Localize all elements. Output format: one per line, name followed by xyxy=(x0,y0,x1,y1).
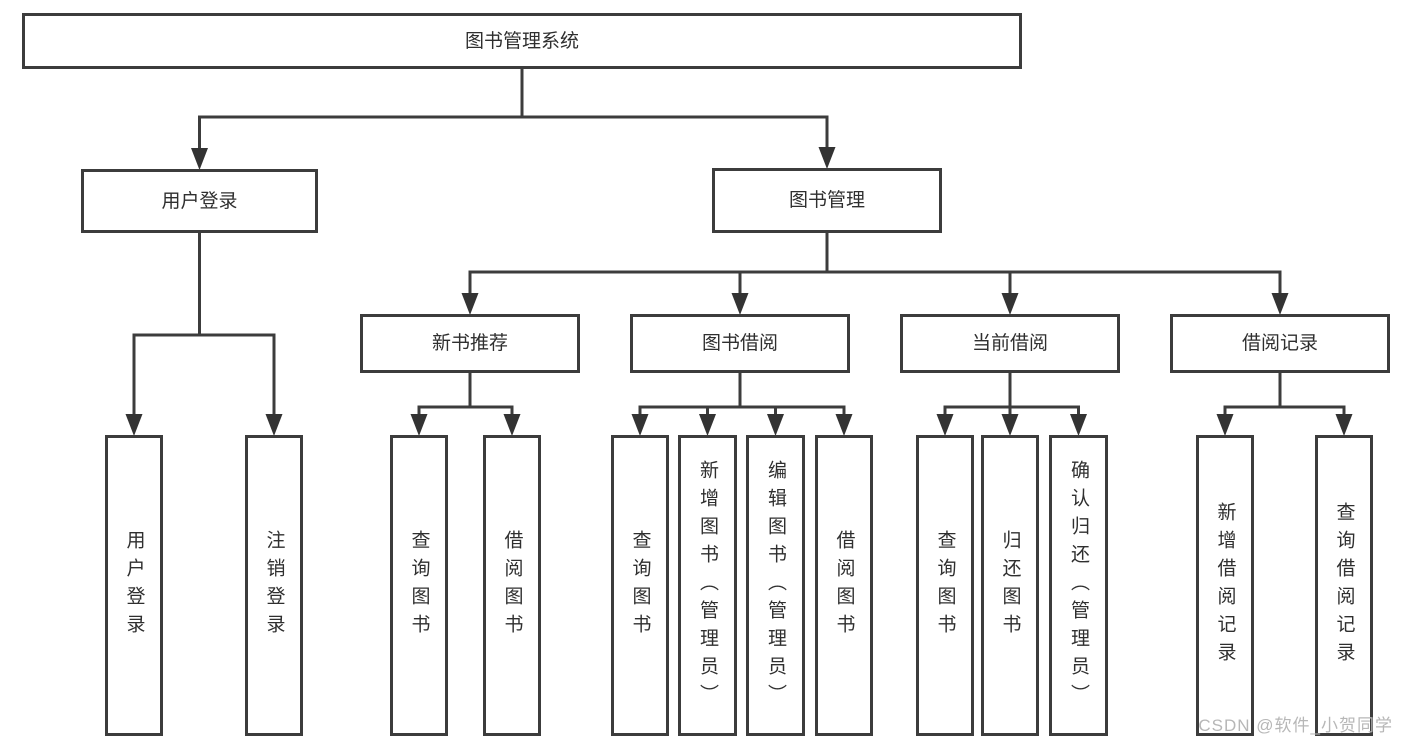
node-leaf-cb-return: 归还图书 xyxy=(981,435,1039,736)
node-leaf-nb-query: 查询图书 xyxy=(390,435,448,736)
watermark: CSDN @软件_小贺同学 xyxy=(1198,716,1393,735)
node-leaf-logout: 注销登录 xyxy=(245,435,303,736)
node-leaf-user-login: 用户登录 xyxy=(105,435,163,736)
node-user-login: 用户登录 xyxy=(81,169,318,233)
edge-arrowhead-borrow-records xyxy=(1271,293,1289,315)
edge-arrowhead-leaf-br-query xyxy=(1335,414,1353,436)
edge-arrowhead-leaf-bb-edit xyxy=(767,414,784,436)
node-leaf-br-add: 新增借阅记录 xyxy=(1196,435,1254,736)
edge-arrowhead-leaf-br-add xyxy=(1216,414,1234,436)
node-new-book-rec: 新书推荐 xyxy=(360,314,580,373)
node-leaf-cb-query: 查询图书 xyxy=(916,435,974,736)
edge-arrowhead-user-login xyxy=(191,148,208,170)
node-leaf-cb-confirm: 确认归还（管理员） xyxy=(1049,435,1108,736)
node-leaf-nb-borrow: 借阅图书 xyxy=(483,435,541,736)
edge-arrowhead-leaf-bb-query xyxy=(631,414,649,436)
node-current-borrow: 当前借阅 xyxy=(900,314,1120,373)
node-borrow-records: 借阅记录 xyxy=(1170,314,1390,373)
edge-arrowhead-leaf-cb-confirm xyxy=(1070,414,1087,436)
node-root: 图书管理系统 xyxy=(22,13,1022,69)
node-leaf-bb-edit: 编辑图书（管理员） xyxy=(746,435,805,736)
edge-arrowhead-book-borrow xyxy=(731,293,749,315)
edge-arrowhead-book-mgmt xyxy=(818,147,836,169)
node-leaf-bb-add: 新增图书（管理员） xyxy=(678,435,737,736)
node-book-borrow: 图书借阅 xyxy=(630,314,850,373)
edge-arrowhead-leaf-cb-return xyxy=(1001,414,1019,436)
edge-arrowhead-new-book-rec xyxy=(461,293,479,315)
edge-arrowhead-leaf-bb-borrow xyxy=(835,414,853,436)
node-leaf-br-query: 查询借阅记录 xyxy=(1315,435,1373,736)
edge-arrowhead-leaf-nb-borrow xyxy=(503,414,521,436)
edge-arrowhead-leaf-logout xyxy=(265,414,283,436)
node-book-mgmt: 图书管理 xyxy=(712,168,942,233)
edge-arrowhead-leaf-cb-query xyxy=(936,414,954,436)
node-leaf-bb-query: 查询图书 xyxy=(611,435,669,736)
edge-arrowhead-leaf-bb-add xyxy=(699,414,716,436)
edge-arrowhead-current-borrow xyxy=(1001,293,1019,315)
edge-arrowhead-leaf-user-login xyxy=(125,414,143,436)
edge-arrowhead-leaf-nb-query xyxy=(410,414,428,436)
node-leaf-bb-borrow: 借阅图书 xyxy=(815,435,873,736)
